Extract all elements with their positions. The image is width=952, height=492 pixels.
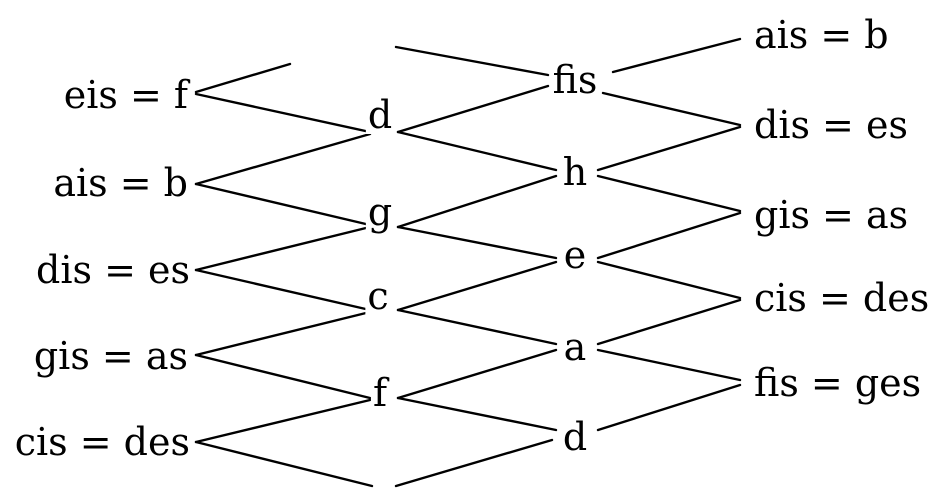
connector-line-6 xyxy=(194,225,372,272)
right-node-2: dis = es xyxy=(752,103,910,147)
connector-line-2 xyxy=(394,45,550,77)
connector-line-3 xyxy=(194,92,372,134)
connector-line-28 xyxy=(596,348,742,382)
connector-line-23 xyxy=(596,125,742,172)
connector-line-11 xyxy=(194,440,374,488)
connector-line-4 xyxy=(194,132,372,186)
connector-line-16 xyxy=(396,260,558,312)
connector-line-17 xyxy=(396,308,558,346)
connector-line-15 xyxy=(396,225,558,260)
connector-line-19 xyxy=(396,396,558,432)
connector-line-5 xyxy=(194,182,372,227)
connector-line-20 xyxy=(394,438,554,488)
connector-line-1 xyxy=(194,62,292,94)
center-left-node-4: f xyxy=(370,371,390,415)
left-node-5: cis = des xyxy=(12,420,192,464)
connector-line-9 xyxy=(194,353,372,400)
connector-line-21 xyxy=(611,37,742,74)
right-node-5: fis = ges xyxy=(752,361,924,405)
center-left-node-3: c xyxy=(365,274,391,318)
center-right-node-2: h xyxy=(560,150,590,194)
right-node-1: ais = b xyxy=(752,13,891,57)
connector-line-14 xyxy=(396,174,558,229)
center-right-node-1: fis xyxy=(550,58,600,102)
center-left-node-1: d xyxy=(365,93,395,137)
right-node-4: cis = des xyxy=(752,276,932,320)
center-right-node-5: d xyxy=(560,415,590,459)
connector-line-12 xyxy=(396,84,550,134)
connector-line-8 xyxy=(194,310,372,357)
center-right-node-3: e xyxy=(561,233,589,277)
connector-line-29 xyxy=(596,383,742,432)
connector-line-27 xyxy=(596,298,742,346)
connector-line-24 xyxy=(596,174,742,213)
connector-line-26 xyxy=(596,260,742,300)
left-node-2: ais = b xyxy=(51,161,190,205)
connector-line-7 xyxy=(194,268,372,312)
right-node-3: gis = as xyxy=(752,193,911,237)
left-node-4: gis = as xyxy=(31,334,190,378)
left-node-1: eis = f xyxy=(61,73,190,117)
connector-line-10 xyxy=(194,398,372,444)
center-left-node-2: g xyxy=(365,190,395,234)
center-right-node-4: a xyxy=(561,325,589,369)
left-node-3: dis = es xyxy=(34,248,192,292)
connector-line-18 xyxy=(396,348,558,400)
connector-line-22 xyxy=(601,91,742,127)
connector-line-13 xyxy=(396,130,558,172)
connector-line-25 xyxy=(596,211,742,260)
